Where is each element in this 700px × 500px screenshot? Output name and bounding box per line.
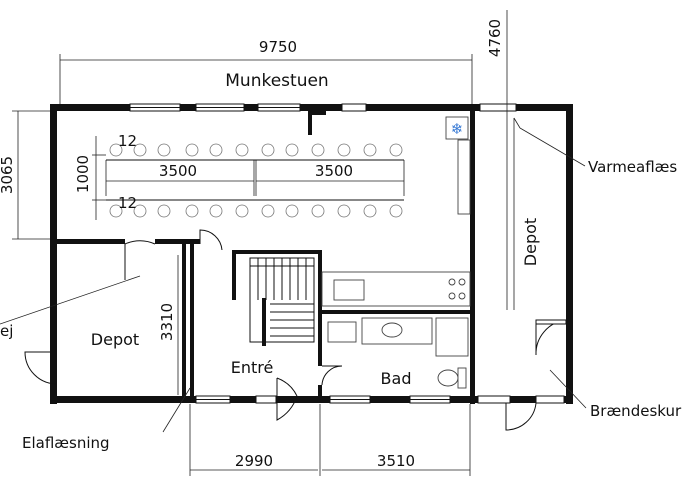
dim-table-width: 1000 xyxy=(74,155,92,193)
kitchen-sink xyxy=(333,279,365,301)
dim-depot-left: 3310 xyxy=(158,303,176,341)
door-depot-left-exterior xyxy=(24,351,58,385)
wall-stair-left xyxy=(232,250,236,300)
outer-walls xyxy=(50,104,573,404)
leader-lines xyxy=(0,117,587,433)
wall-depot-left-right xyxy=(182,244,186,399)
window-top-4 xyxy=(341,103,367,112)
door-bath xyxy=(321,365,343,386)
shower xyxy=(435,317,469,357)
label-heat-meter: Varmeaflæs xyxy=(588,158,677,176)
seats-bottom-row xyxy=(109,204,403,218)
wall-hall-notch xyxy=(308,111,312,135)
wall-stair-top xyxy=(232,250,322,254)
label-woodshed: Brændeskur xyxy=(590,402,682,420)
dim-total-depth: 4760 xyxy=(486,19,504,57)
snowflake-icon: ❄ xyxy=(451,120,464,138)
kitchen xyxy=(321,139,471,307)
wall-entre-left xyxy=(190,244,194,399)
toilet xyxy=(437,369,459,387)
label-left-partial: ej xyxy=(0,322,13,340)
heat-meter-box: ❄ xyxy=(445,116,469,140)
door-depot-left xyxy=(124,240,156,280)
wall-hall-notch-h xyxy=(308,111,326,115)
bath-fixtures xyxy=(327,317,469,389)
room-bathroom: Bad xyxy=(381,369,412,388)
windows xyxy=(129,103,565,404)
dim-entre-width: 2990 xyxy=(235,452,273,470)
staircase xyxy=(249,257,315,343)
hall-cabinet xyxy=(457,139,471,215)
dim-seats-bottom: 12 xyxy=(118,194,137,212)
doors xyxy=(24,229,567,431)
door-entre-top xyxy=(199,229,223,251)
washbasin xyxy=(327,321,357,343)
dim-bad-width: 3510 xyxy=(377,452,415,470)
room-depot-left: Depot xyxy=(91,330,139,349)
seats-top-row xyxy=(109,143,403,157)
wall-hall-bottom-left xyxy=(50,239,125,244)
window-top-5 xyxy=(479,103,517,112)
wall-right xyxy=(566,104,573,404)
door-depot-right-bottom xyxy=(505,402,537,431)
room-depot-right: Depot xyxy=(521,218,540,266)
wall-bath-top xyxy=(322,310,470,314)
wall-stair-left-lower xyxy=(262,298,266,346)
wall-hall-bottom-mid xyxy=(155,239,200,244)
room-entrance: Entré xyxy=(231,358,274,377)
room-main-hall: Munkestuen xyxy=(225,71,328,91)
dim-table-left: 3500 xyxy=(159,162,197,180)
dim-total-width: 9750 xyxy=(259,38,297,56)
wall-depot-right-left xyxy=(470,104,475,404)
label-electric-meter: Elaflæsning xyxy=(22,434,110,452)
door-entre-front xyxy=(276,378,298,421)
window-bottom-5 xyxy=(477,395,511,404)
dimension-lines xyxy=(12,10,515,476)
door-woodshed xyxy=(535,319,567,356)
wall-bottom xyxy=(50,396,573,403)
wall-left xyxy=(50,104,57,404)
dim-table-right: 3500 xyxy=(315,162,353,180)
wall-entre-bath-low xyxy=(318,385,322,400)
wall-top xyxy=(50,104,570,111)
wall-entre-bath xyxy=(318,346,322,366)
dim-seats-top: 12 xyxy=(118,132,137,150)
dim-hall-depth: 3065 xyxy=(0,156,16,194)
window-bottom-6 xyxy=(535,395,565,404)
wall-stair-right xyxy=(318,250,322,346)
window-bottom-2 xyxy=(255,395,277,404)
